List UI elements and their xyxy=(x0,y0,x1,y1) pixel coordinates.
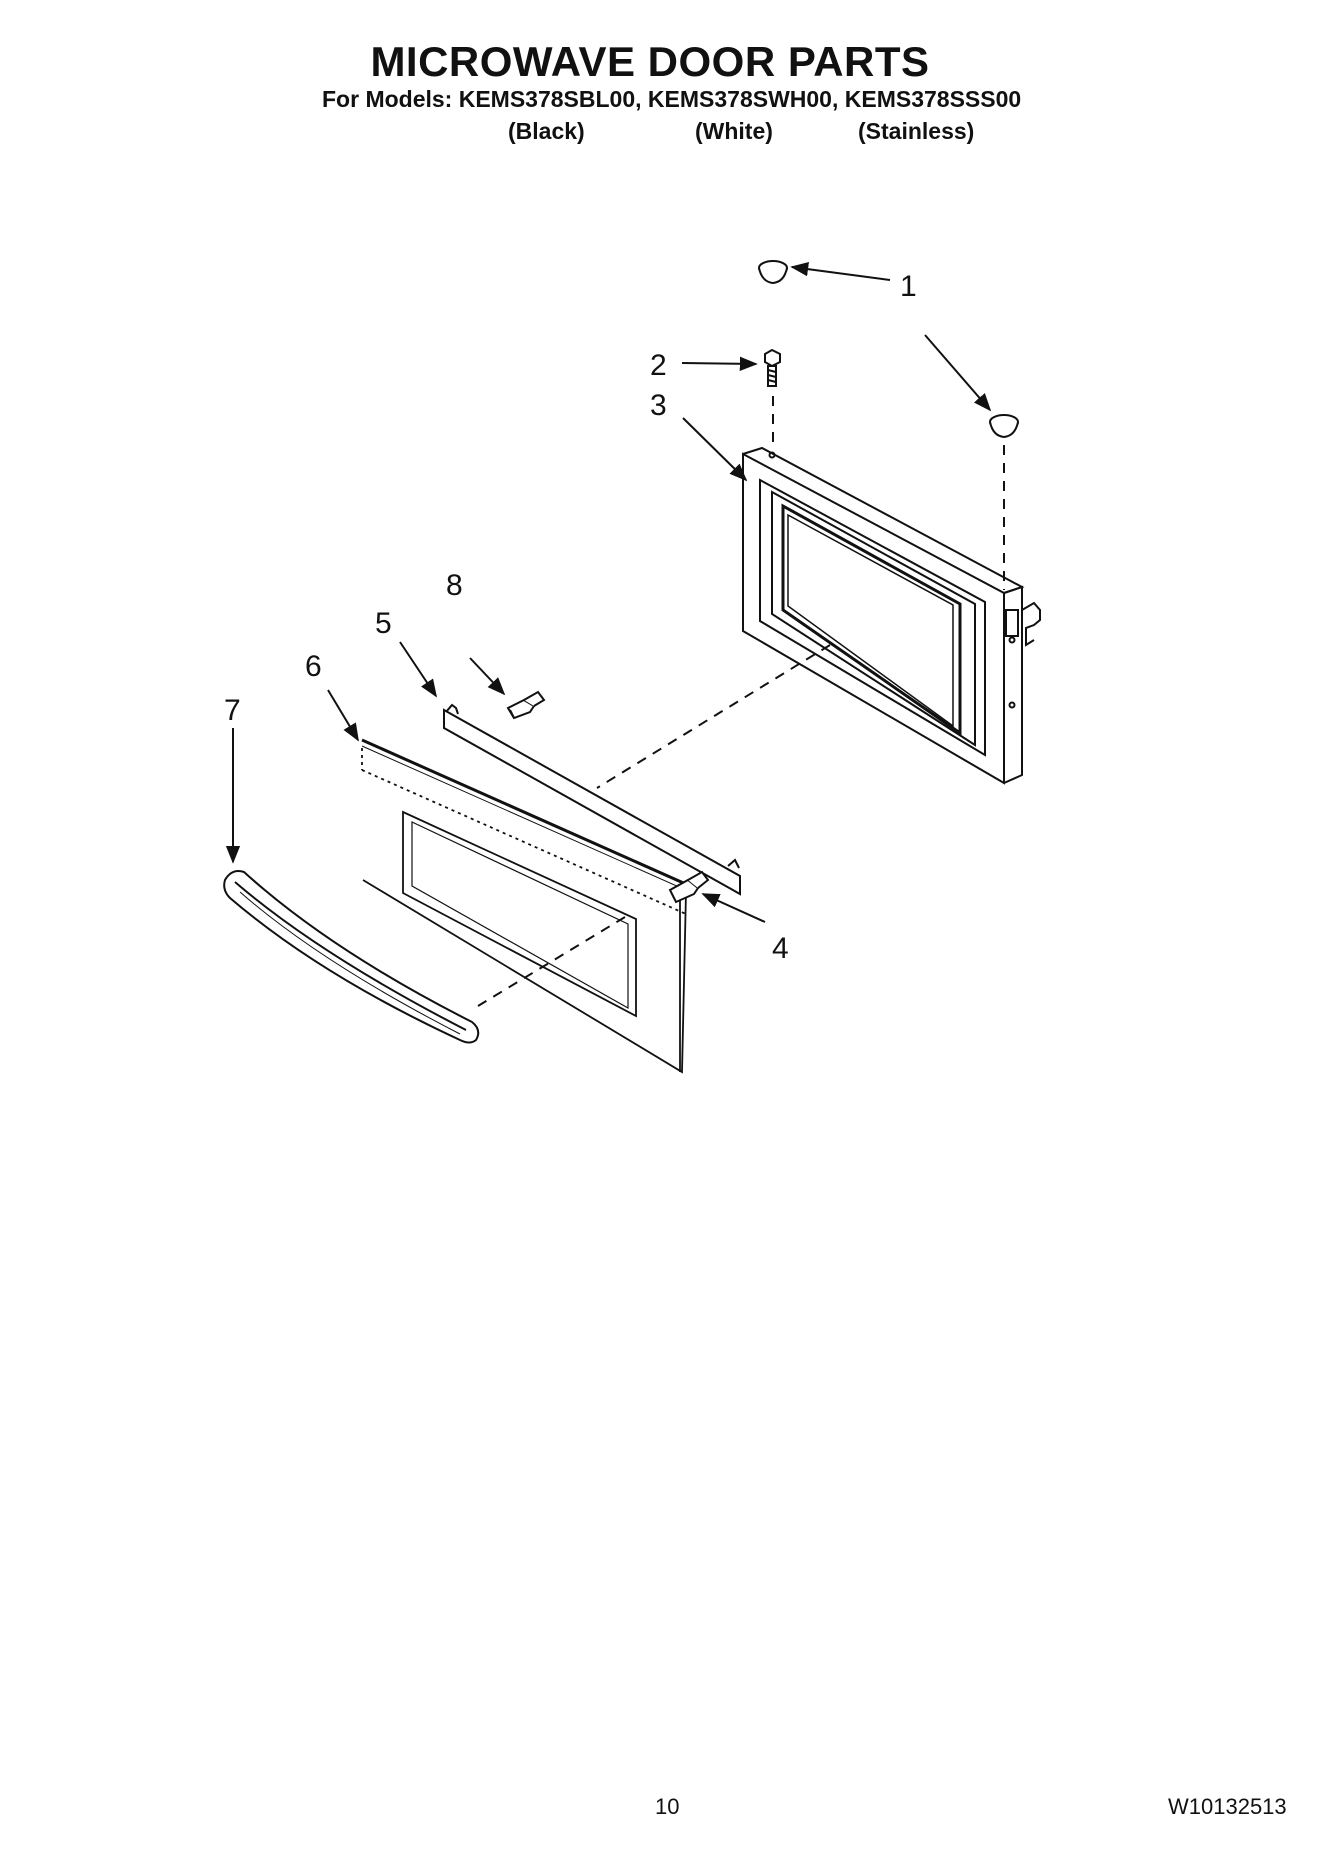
outer-door-panel-part xyxy=(361,738,689,1074)
callout-8: 8 xyxy=(446,569,463,602)
callout-1: 1 xyxy=(900,270,917,303)
plug-part xyxy=(758,260,1019,439)
callout-labels: 1 2 3 4 5 6 7 8 xyxy=(224,270,917,965)
callout-2: 2 xyxy=(650,349,667,382)
callout-leaders xyxy=(225,261,992,923)
document-number: W10132513 xyxy=(1168,1794,1287,1819)
callout-3: 3 xyxy=(650,389,667,422)
door-handle-part xyxy=(223,870,480,1044)
page-number: 10 xyxy=(655,1794,680,1819)
callout-4: 4 xyxy=(772,932,789,965)
hinge-screw-part xyxy=(764,348,781,387)
color-stainless-label: (Stainless) xyxy=(858,118,975,144)
color-white-label: (White) xyxy=(695,118,773,144)
models-line: For Models: KEMS378SBL00, KEMS378SWH00, … xyxy=(322,86,1022,112)
door-frame-part xyxy=(742,446,1041,785)
trim-bracket-part xyxy=(443,703,741,896)
color-black-label: (Black) xyxy=(508,118,585,144)
callout-6: 6 xyxy=(305,650,322,683)
alignment-dashes xyxy=(477,396,1005,1007)
trim-screw-part xyxy=(506,690,710,904)
page-title: MICROWAVE DOOR PARTS xyxy=(370,38,930,85)
callout-7: 7 xyxy=(224,694,241,727)
callout-5: 5 xyxy=(375,607,392,640)
